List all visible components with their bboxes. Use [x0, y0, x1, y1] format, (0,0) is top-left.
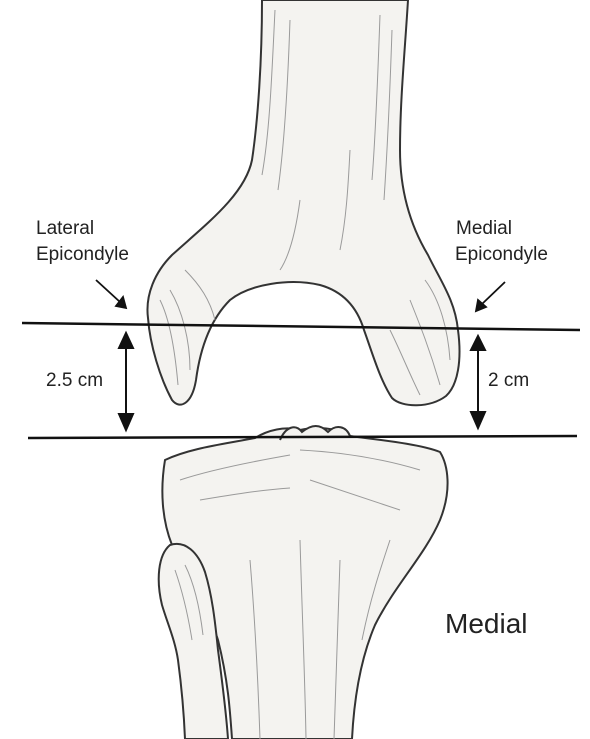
medial-distance-label: 2 cm	[488, 370, 529, 393]
femur-outline	[147, 0, 459, 405]
lateral-measure-arrow	[119, 333, 133, 430]
lateral-epicondyle-label-line2: Epicondyle	[36, 244, 129, 267]
femur	[147, 0, 459, 405]
lateral-epicondyle-pointer	[96, 280, 126, 308]
joint-line	[28, 436, 577, 438]
medial-side-label: Medial	[445, 607, 527, 641]
medial-epicondyle-label-line2: Epicondyle	[455, 244, 548, 267]
epicondylar-line	[22, 323, 580, 330]
medial-epicondyle-pointer	[476, 282, 505, 311]
lateral-distance-label: 2.5 cm	[46, 370, 103, 393]
medial-measure-arrow	[471, 336, 485, 428]
medial-epicondyle-label-line1: Medial	[456, 218, 512, 241]
lateral-epicondyle-label-line1: Lateral	[36, 218, 94, 241]
